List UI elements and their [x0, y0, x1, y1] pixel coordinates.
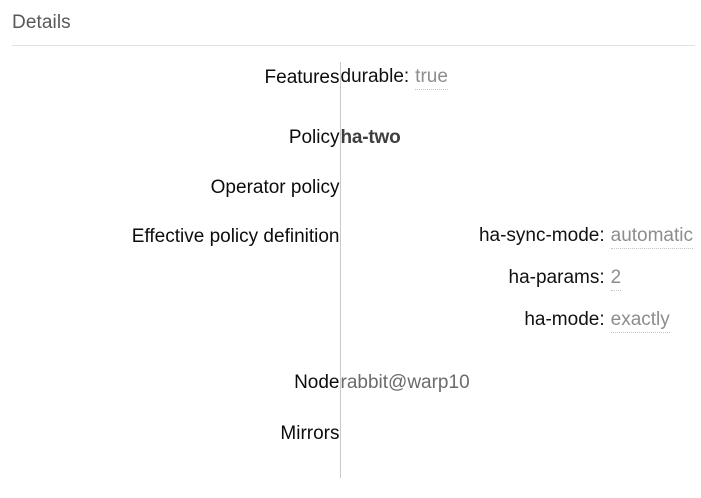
kv-key-ha-sync-mode: ha-sync-mode: — [478, 225, 605, 246]
kv-list-effective-policy: ha-sync-mode: automatic ha-params: 2 — [479, 225, 693, 333]
list-item: ha-params: 2 — [479, 267, 693, 309]
kv-value-cell: 2 — [605, 267, 693, 309]
details-table: Features durable: true Policy — [0, 62, 701, 478]
row-value-operator-policy — [339, 176, 701, 225]
table-row: Effective policy definition ha-sync-mode… — [0, 225, 701, 371]
table-row: Policy ha-two — [0, 124, 701, 176]
header-divider — [12, 45, 695, 46]
table-row: Node rabbit@warp10 — [0, 371, 701, 422]
row-label-effective-policy-definition: Effective policy definition — [131, 226, 340, 247]
table-row: Features durable: true — [0, 62, 701, 124]
mirrors-value — [341, 422, 701, 444]
kv-value-cell: automatic — [605, 225, 693, 267]
row-label-mirrors: Mirrors — [280, 423, 340, 444]
row-value-policy: ha-two — [339, 124, 701, 176]
operator-policy-value — [341, 176, 701, 198]
row-value-mirrors — [339, 422, 701, 478]
list-item: ha-sync-mode: automatic — [479, 225, 693, 267]
kv-value-ha-sync-mode: automatic — [610, 225, 693, 249]
row-value-node: rabbit@warp10 — [339, 371, 701, 422]
list-item: ha-mode: exactly — [479, 309, 693, 333]
kv-key-ha-params: ha-params: — [508, 267, 605, 288]
policy-name[interactable]: ha-two — [340, 127, 401, 148]
row-value-effective-policy-definition: ha-sync-mode: automatic ha-params: 2 — [339, 225, 701, 371]
kv-key-durable: durable: — [340, 66, 410, 87]
kv-value-ha-mode: exactly — [610, 309, 670, 333]
kv-value-cell: true — [409, 66, 448, 90]
list-item: durable: true — [341, 66, 448, 90]
row-label-features: Features — [264, 67, 340, 88]
kv-value-ha-params: 2 — [610, 267, 622, 291]
table-row: Mirrors — [0, 422, 701, 478]
page-title: Details — [12, 12, 71, 33]
row-label-policy: Policy — [288, 127, 340, 148]
kv-value-durable: true — [415, 66, 448, 90]
row-label-node: Node — [294, 372, 340, 393]
kv-list-features: durable: true — [341, 66, 448, 90]
node-name: rabbit@warp10 — [340, 372, 470, 393]
kv-value-cell: exactly — [605, 309, 693, 333]
table-row: Operator policy — [0, 176, 701, 225]
row-value-features: durable: true — [339, 62, 701, 124]
row-label-operator-policy: Operator policy — [210, 177, 340, 198]
kv-key-ha-mode: ha-mode: — [524, 309, 605, 330]
